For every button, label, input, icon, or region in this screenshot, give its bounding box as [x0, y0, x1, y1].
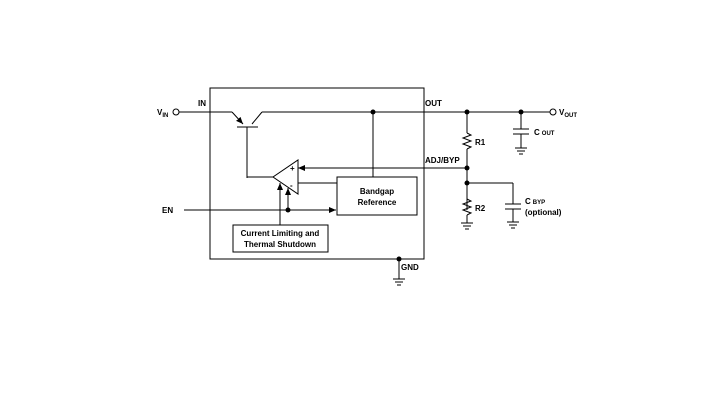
cbyp-capacitor-symbol: [467, 182, 521, 229]
bandgap-reference-block: [336, 176, 418, 216]
error-amplifier-symbol: [247, 159, 337, 195]
cbyp-optional-label: (optional): [525, 208, 562, 217]
in-pin-label: IN: [198, 99, 206, 108]
ground-symbol: [393, 278, 405, 286]
bandgap-label-line2: Reference: [358, 198, 397, 207]
pass-transistor-symbol: [231, 111, 263, 178]
vout-terminal: [549, 108, 557, 116]
vin-label: VIN: [157, 108, 168, 119]
r1-resistor-symbol: [461, 112, 473, 210]
bandgap-label-line1: Bandgap: [360, 187, 394, 196]
adj-byp-pin-label: ADJ/BYP: [425, 156, 460, 165]
out-pin-label: OUT: [425, 99, 442, 108]
current-limit-label-line2: Thermal Shutdown: [244, 240, 316, 249]
vout-label: VOUT: [559, 108, 577, 119]
r1-label: R1: [475, 138, 486, 147]
vin-terminal: [172, 108, 180, 116]
cout-capacitor-symbol: [513, 112, 529, 155]
amp-plus-label: +: [290, 164, 295, 173]
r2-label: R2: [475, 204, 486, 213]
ic-outline: [209, 87, 425, 260]
current-limit-label-line1: Current Limiting and: [241, 229, 320, 238]
amp-minus-label: -: [290, 181, 293, 190]
gnd-pin-label: GND: [401, 263, 419, 272]
en-label: EN: [162, 206, 173, 215]
r2-resistor-symbol: [461, 183, 473, 230]
